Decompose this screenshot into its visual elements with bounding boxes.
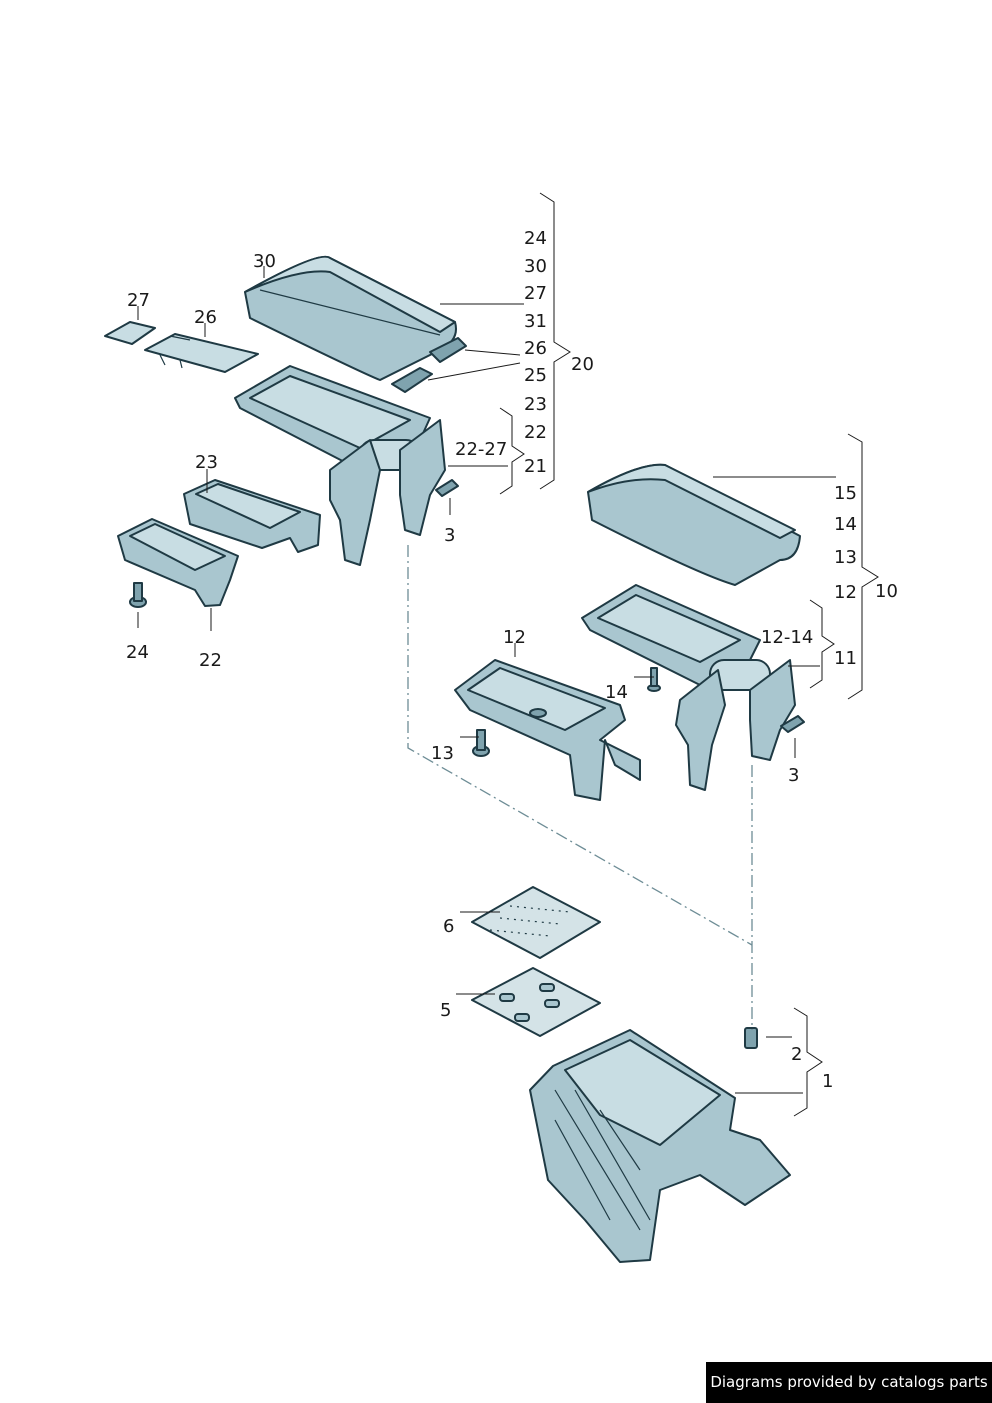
console-base-1: [529, 1029, 791, 1263]
callout-3-upper: 3: [444, 525, 455, 546]
callout-12-part: 12: [503, 627, 526, 648]
pad-27: [104, 321, 156, 345]
callout-6: 6: [443, 916, 454, 937]
callout-11: 11: [834, 648, 857, 669]
callout-13-part: 13: [431, 743, 454, 764]
frame-11: [581, 584, 796, 791]
mat-25: [391, 337, 467, 393]
armrest-lid-20: [244, 255, 457, 381]
tray-23: [183, 479, 321, 553]
callout-12: 12: [834, 582, 857, 603]
callout-1: 1: [822, 1071, 833, 1092]
callout-31: 31: [524, 311, 547, 332]
callout-14: 14: [834, 514, 857, 535]
armrest-lid-10: [587, 463, 801, 586]
callout-22: 22: [524, 422, 547, 443]
clip-13: [472, 729, 490, 757]
clip-24: [129, 582, 147, 608]
callout-13: 13: [834, 547, 857, 568]
callout-23: 23: [524, 394, 547, 415]
screw-3b: [780, 715, 805, 733]
callout-23-part: 23: [195, 452, 218, 473]
tray-12: [454, 659, 641, 801]
leader-lines: [137, 266, 836, 1094]
screw-3a: [435, 479, 459, 497]
footer-credit: Diagrams provided by catalogs parts: [706, 1362, 992, 1403]
callout-22-27: 22-27: [455, 439, 507, 460]
callout-21: 21: [524, 456, 547, 477]
callout-3-lower: 3: [788, 765, 799, 786]
callout-30: 30: [524, 256, 547, 277]
callout-5: 5: [440, 1000, 451, 1021]
callout-22-part: 22: [199, 650, 222, 671]
tray-22: [117, 518, 239, 607]
callout-27-part: 27: [127, 290, 150, 311]
frame-21: [234, 365, 446, 566]
callout-30-part: 30: [253, 251, 276, 272]
callout-2: 2: [791, 1044, 802, 1065]
mat-5: [471, 967, 601, 1037]
callout-15: 15: [834, 483, 857, 504]
insert-26: [144, 333, 259, 373]
callout-25: 25: [524, 365, 547, 386]
callout-24-part: 24: [126, 642, 149, 663]
assembly-line-left: [407, 545, 753, 946]
callout-10: 10: [875, 581, 898, 602]
callout-12-14: 12-14: [761, 627, 813, 648]
brackets: [499, 192, 879, 1117]
callout-24: 24: [524, 228, 547, 249]
clip-2: [744, 1027, 758, 1049]
callout-26-part: 26: [194, 307, 217, 328]
callout-14-part: 14: [605, 682, 628, 703]
mat-6: [471, 886, 601, 959]
callout-27: 27: [524, 283, 547, 304]
callout-labels: 24 30 27 31 26 25 23 22 21 20 30 27 26 2…: [126, 228, 898, 1092]
callout-26: 26: [524, 338, 547, 359]
screw-14: [647, 667, 661, 692]
callout-20: 20: [571, 354, 594, 375]
